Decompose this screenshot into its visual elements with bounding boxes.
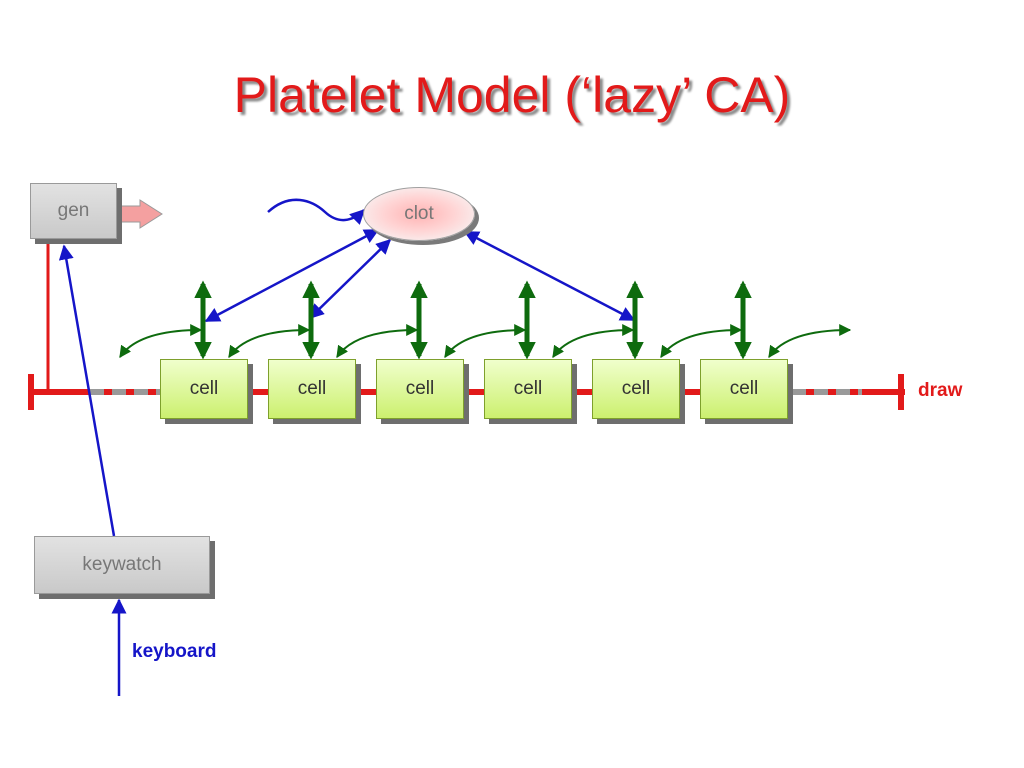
- cell-box-6: cell: [700, 359, 788, 419]
- cell-box-4: cell: [484, 359, 572, 419]
- cell-box-5: cell: [592, 359, 680, 419]
- keywatch-box: keywatch: [34, 536, 210, 594]
- wave-input-arrow: [267, 198, 366, 225]
- cell-vertical-arrows: [194, 280, 752, 360]
- keyboard-label: keyboard: [132, 641, 217, 662]
- keywatch-to-gen-arrow: [58, 244, 116, 537]
- cell-box-1: cell: [160, 359, 248, 419]
- slide-title: Platelet Model (‘lazy’ CA): [233, 67, 791, 123]
- neighbor-curved-arrows: [119, 324, 852, 358]
- draw-label: draw: [918, 380, 963, 401]
- gen-output-arrow: [119, 199, 163, 229]
- gen-box: gen: [30, 183, 117, 239]
- cell-box-2: cell: [268, 359, 356, 419]
- clot-node: clot: [363, 187, 475, 241]
- clot-cell2-link: [308, 238, 392, 320]
- clot-cell5-link: [463, 230, 636, 322]
- cell-box-3: cell: [376, 359, 464, 419]
